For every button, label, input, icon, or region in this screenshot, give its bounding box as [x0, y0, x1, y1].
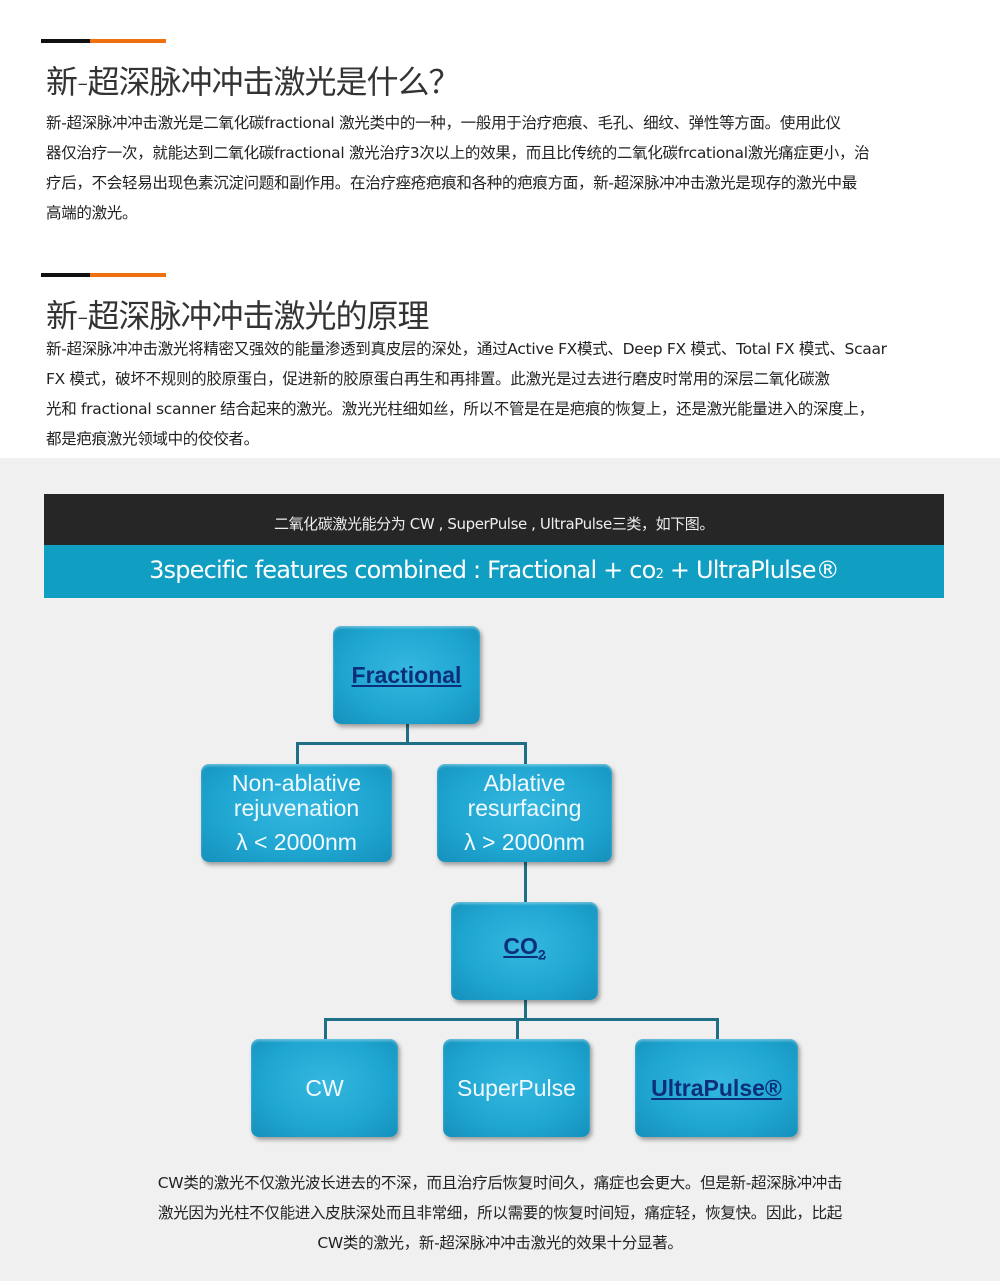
section1-title: 新-超深脉冲冲击激光是什么？: [46, 63, 461, 101]
text-line: FX 模式，破坏不规则的胶原蛋白，促进新的胶原蛋白再生和再排置。此激光是过去进行…: [46, 370, 830, 388]
headline-text: 3specific features combined : Fractional…: [149, 556, 656, 584]
node-text: CO: [503, 933, 538, 960]
connector-line: [524, 862, 527, 902]
node-text: resurfacing: [467, 795, 582, 821]
text-line: 疗后，不会轻易出现色素沉淀问题和副作用。在治疗痤疮疤痕和各种的疤痕方面，新-超深…: [46, 174, 857, 192]
connector-line: [716, 1018, 719, 1039]
node-subscript: 2: [537, 946, 546, 963]
node-text: Ablative: [483, 770, 566, 796]
node-ultrapulse: UltraPulse®: [635, 1039, 798, 1137]
title-accent-black: [41, 273, 90, 277]
node-ablative: Ablative resurfacing λ > 2000nm: [437, 764, 612, 862]
connector-line: [296, 742, 299, 764]
text-line: CW类的激光，新-超深脉冲冲击激光的效果十分显著。: [317, 1234, 683, 1252]
node-text: CW: [305, 1074, 344, 1101]
title-accent-black: [41, 39, 90, 43]
node-text: SuperPulse: [457, 1074, 576, 1101]
node-text: rejuvenation: [233, 795, 360, 821]
headline-text: + UltraPlulse®: [663, 556, 840, 584]
section2-title: 新-超深脉冲冲击激光的原理: [46, 297, 430, 335]
connector-line: [516, 1018, 519, 1039]
connector-line: [324, 1018, 327, 1039]
text-line: 高端的激光。: [46, 204, 138, 222]
banner-subtitle: 二氧化碳激光能分为 CW , SuperPulse , UltraPulse三类…: [44, 494, 944, 545]
node-superpulse: SuperPulse: [443, 1039, 590, 1137]
node-link[interactable]: Fractional: [351, 661, 462, 688]
connector-line: [324, 1018, 719, 1021]
connector-line: [524, 742, 527, 764]
section1-body: 新-超深脉冲冲击激光是二氧化碳fractional 激光类中的一种，一般用于治疗…: [46, 108, 870, 228]
summary-text: CW类的激光不仅激光波长进去的不深，而且治疗后恢复时间久，痛症也会更大。但是新-…: [100, 1168, 900, 1258]
text-line: 光和 fractional scanner 结合起来的激光。激光光柱细如丝，所以…: [46, 400, 874, 418]
node-co2: CO2: [451, 902, 598, 1000]
node-non-ablative: Non-ablative rejuvenation λ < 2000nm: [201, 764, 392, 862]
node-fractional: Fractional: [333, 626, 480, 724]
connector-line: [406, 724, 409, 744]
text-line: 激光因为光柱不仅能进入皮肤深处而且非常细，所以需要的恢复时间短，痛症轻，恢复快。…: [157, 1204, 842, 1222]
node-link[interactable]: UltraPulse®: [651, 1074, 782, 1101]
node-text: λ > 2000nm: [464, 829, 585, 855]
node-link[interactable]: CO2: [503, 934, 545, 968]
node-cw: CW: [251, 1039, 398, 1137]
node-text: Non-ablative: [231, 770, 362, 796]
text-line: 器仅治疗一次，就能达到二氧化碳fractional 激光治疗3次以上的效果，而且…: [46, 144, 870, 162]
title-accent-orange: [90, 273, 166, 277]
headline-subscript: 2: [655, 567, 664, 582]
node-text: λ < 2000nm: [236, 829, 357, 855]
text-line: CW类的激光不仅激光波长进去的不深，而且治疗后恢复时间久，痛症也会更大。但是新-…: [157, 1174, 843, 1192]
banner-headline: 3specific features combined : Fractional…: [44, 545, 944, 598]
text-line: 新-超深脉冲冲击激光将精密又强效的能量渗透到真皮层的深处，通过Active FX…: [46, 340, 887, 358]
connector-line: [524, 1000, 527, 1020]
connector-line: [296, 742, 527, 745]
text-line: 都是疤痕激光领域中的佼佼者。: [46, 430, 259, 448]
title-accent-orange: [90, 39, 166, 43]
text-line: 新-超深脉冲冲击激光是二氧化碳fractional 激光类中的一种，一般用于治疗…: [46, 114, 841, 132]
section2-body: 新-超深脉冲冲击激光将精密又强效的能量渗透到真皮层的深处，通过Active FX…: [46, 334, 887, 454]
